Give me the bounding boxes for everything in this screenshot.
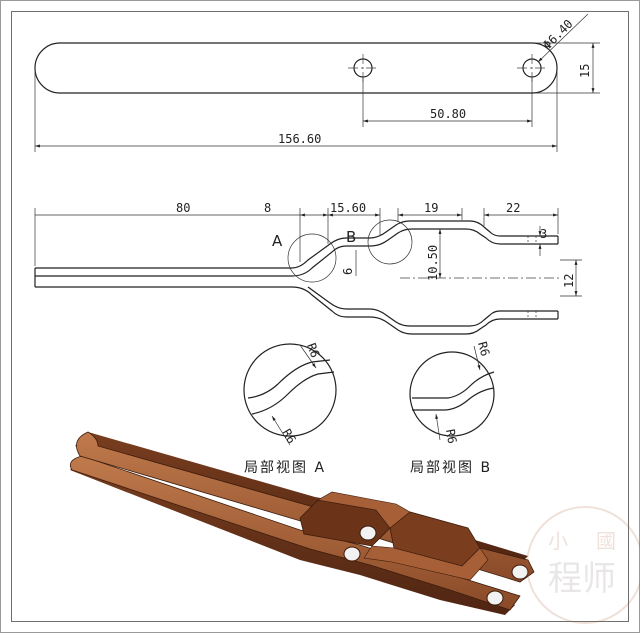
isometric-part-render bbox=[69, 431, 535, 615]
detail-view-a: R6 R6 局部视图 A bbox=[243, 341, 337, 476]
label-a: A bbox=[272, 232, 283, 250]
svg-text:程师: 程师 bbox=[548, 559, 616, 599]
dim-22: 22 bbox=[506, 201, 520, 215]
label-b: B bbox=[346, 228, 356, 246]
detail-circle-b bbox=[367, 219, 413, 265]
dim-10-50: 10.50 bbox=[426, 245, 440, 281]
lower-arm-outline bbox=[35, 286, 558, 335]
detail-b-caption: 局部视图 B bbox=[410, 460, 492, 476]
dim-12: 12 bbox=[562, 274, 576, 288]
detail-b-r-top: R6 bbox=[475, 340, 492, 358]
detail-b-circle bbox=[409, 351, 495, 437]
detail-circle-a bbox=[287, 233, 337, 283]
detail-a-r-bottom: R6 bbox=[279, 427, 298, 447]
dim-15-60: 15.60 bbox=[330, 201, 366, 215]
watermark-seal: 小 國 程师 bbox=[526, 506, 640, 624]
detail-view-b: R6 R6 局部视图 B bbox=[409, 340, 495, 476]
detail-a-caption: 局部视图 A bbox=[244, 460, 326, 476]
svg-text:小: 小 bbox=[548, 529, 568, 553]
dim-19: 19 bbox=[424, 201, 438, 215]
dim-hole-spacing: 50.80 bbox=[430, 107, 466, 121]
dim-hole-diameter: Φ6.40 bbox=[540, 17, 575, 52]
dim-8: 8 bbox=[264, 201, 271, 215]
dim-3: 3 bbox=[540, 227, 547, 241]
detail-a-circle bbox=[243, 343, 337, 437]
dim-80: 80 bbox=[176, 201, 190, 215]
dim-height: 15 bbox=[578, 64, 592, 78]
dim-total-length: 156.60 bbox=[278, 132, 321, 146]
top-view: Φ6.40 15 50.80 156.60 bbox=[34, 13, 600, 152]
detail-b-r-bottom: R6 bbox=[443, 428, 459, 445]
upper-arm-outline bbox=[35, 220, 558, 277]
flat-bar-outline bbox=[34, 42, 558, 94]
detail-a-r-top: R6 bbox=[304, 341, 322, 359]
svg-text:國: 國 bbox=[596, 529, 616, 553]
side-view: A B 80 8 15.60 19 22 3 6 10.50 12 bbox=[34, 201, 582, 335]
dim-6: 6 bbox=[341, 268, 355, 275]
